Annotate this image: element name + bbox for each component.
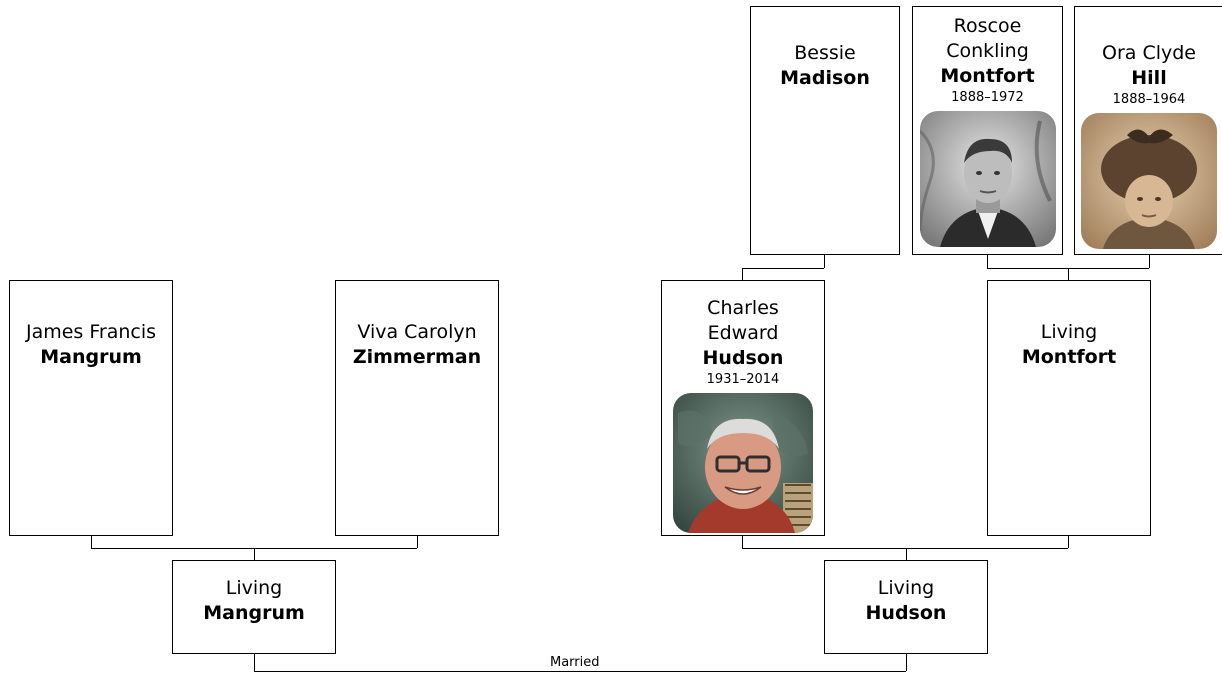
given-name: Living [225, 577, 283, 599]
portrait-photo [1081, 113, 1217, 249]
given-name: Living [877, 577, 935, 599]
person-box-bessie-madison[interactable]: Bessie Madison [750, 6, 900, 255]
given-name: Ora Clyde [1102, 42, 1196, 64]
connector [742, 268, 743, 280]
life-dates: 1931–2014 [706, 372, 780, 387]
given-name: Viva Carolyn [357, 321, 477, 343]
person-box-viva-zimmerman[interactable]: Viva Carolyn Zimmerman [335, 280, 499, 536]
connector [742, 535, 743, 548]
married-label: Married [548, 655, 602, 671]
given-name: Living [1040, 321, 1098, 343]
connector [254, 653, 255, 671]
person-box-ora-hill[interactable]: Ora Clyde Hill 1888–1964 [1074, 6, 1222, 255]
surname: Mangrum [40, 346, 142, 368]
portrait-photo [919, 111, 1056, 247]
connector [824, 254, 825, 268]
surname: Zimmerman [352, 346, 482, 368]
given-name: Roscoe Conkling [946, 15, 1029, 62]
connector [417, 535, 418, 548]
portrait-photo [673, 393, 813, 533]
life-dates: 1888–1972 [951, 90, 1024, 105]
connector [742, 548, 1068, 549]
connector [987, 254, 988, 268]
given-name: Charles Edward [707, 297, 779, 344]
connector [906, 653, 907, 671]
surname: Montfort [1021, 346, 1117, 368]
life-dates: 1888–1964 [1112, 92, 1186, 107]
surname: Hudson [702, 347, 784, 369]
surname: Hudson [865, 602, 947, 624]
person-box-james-mangrum[interactable]: James Francis Mangrum [9, 280, 173, 536]
connector [1068, 268, 1069, 280]
connector [1149, 254, 1150, 268]
connector [91, 535, 92, 548]
person-box-roscoe-montfort[interactable]: Roscoe Conkling Montfort 1888–1972 [912, 6, 1063, 255]
person-box-living-hudson[interactable]: Living Hudson [824, 560, 988, 654]
surname: Montfort [940, 65, 1035, 87]
connector [742, 268, 824, 269]
connector [906, 548, 907, 560]
person-box-living-montfort[interactable]: Living Montfort [987, 280, 1151, 536]
given-name: Bessie [794, 42, 856, 64]
connector [1068, 535, 1069, 548]
surname: Mangrum [203, 602, 305, 624]
marriage-line [254, 671, 906, 672]
connector [254, 548, 255, 560]
person-box-living-mangrum[interactable]: Living Mangrum [172, 560, 336, 654]
surname: Hill [1131, 67, 1167, 89]
surname: Madison [780, 67, 870, 89]
person-box-charles-hudson[interactable]: Charles Edward Hudson 1931–2014 [661, 280, 825, 536]
given-name: James Francis [25, 321, 157, 343]
